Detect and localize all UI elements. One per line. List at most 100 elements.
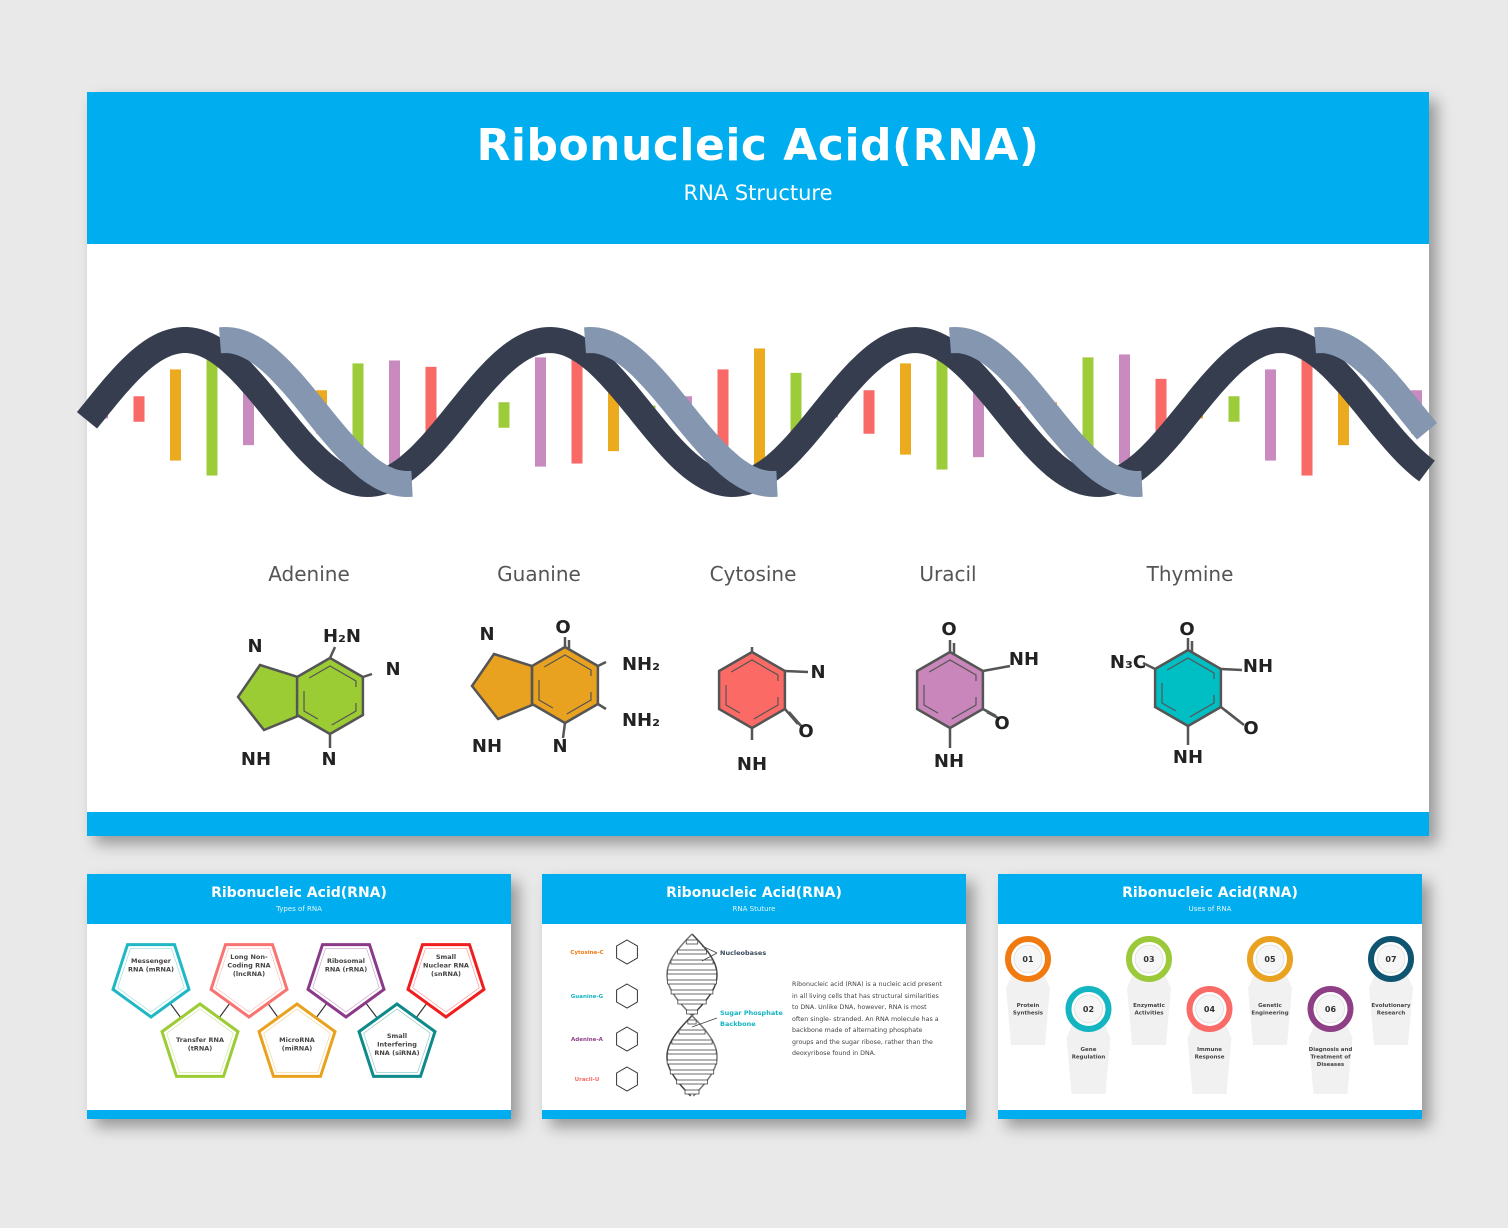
nucleobase-rung	[676, 1079, 708, 1085]
atom-label: NH	[241, 749, 271, 770]
step-number: 02	[1083, 1005, 1094, 1014]
main-slide[interactable]: Ribonucleic Acid(RNA) RNA Structure Aden…	[76, 92, 1437, 836]
thumb-header: Ribonucleic Acid(RNA) RNA Stuture	[542, 874, 966, 924]
thumb-title: Ribonucleic Acid(RNA)	[666, 885, 842, 901]
atom-label: O	[798, 721, 813, 742]
nucleobase-rung	[685, 939, 699, 945]
number-disc	[1134, 944, 1164, 974]
pentagon-inner	[215, 948, 283, 1013]
base-pair-bar	[973, 366, 984, 458]
number-disc	[1316, 994, 1345, 1024]
base-pair-bar	[535, 357, 546, 467]
atom-label: O	[941, 619, 956, 640]
atom-label: N	[385, 659, 400, 680]
aromatic-inner-bond	[303, 665, 357, 727]
thumb-subtitle: RNA Stuture	[732, 905, 776, 913]
nucleobase-rung	[669, 1069, 715, 1075]
mini-hexagon	[616, 983, 638, 1009]
hexagon-ring	[915, 650, 985, 730]
atom-label: NH	[1243, 656, 1273, 677]
atom-label: NH	[472, 736, 502, 757]
mini-hexagon	[616, 1026, 638, 1052]
nucleobases-label: Nucleobases	[720, 949, 766, 957]
aromatic-inner-bond	[725, 659, 779, 721]
pentagon-4	[257, 1002, 337, 1078]
pentagon-inner	[312, 948, 380, 1013]
base-name-label: Thymine	[1146, 562, 1234, 586]
step-number: 07	[1385, 955, 1396, 964]
card-shape	[1308, 1020, 1353, 1094]
step-number: 03	[1143, 955, 1154, 964]
bond	[597, 660, 607, 668]
bond	[1142, 661, 1156, 671]
nucleobase-rung	[666, 1059, 718, 1065]
pointer-line	[701, 945, 718, 954]
atom-label: O	[1243, 718, 1258, 739]
hexagon-ring	[530, 645, 600, 725]
pentagon-3	[209, 943, 289, 1019]
base-pair-bar	[717, 369, 729, 461]
base-pair-bar	[133, 396, 145, 422]
nucleobase-rung	[670, 959, 714, 965]
atom-label: N	[247, 636, 262, 657]
atom-label: NH₂	[622, 710, 660, 731]
atom-label: NH₂	[622, 654, 660, 675]
bond	[561, 722, 567, 739]
helix-backbone	[666, 933, 718, 1097]
thumb-header: Ribonucleic Acid(RNA) Types of RNA	[87, 874, 511, 924]
nucleobase-rung	[667, 969, 717, 975]
base-pair-bar	[425, 366, 437, 458]
nucleobase-rung	[684, 1089, 700, 1095]
base-name-label: Guanine	[497, 562, 581, 586]
bond	[362, 672, 373, 679]
bond	[784, 669, 809, 674]
thumbnail-types-of-rna[interactable]: Ribonucleic Acid(RNA) Types of RNA Messe…	[87, 874, 511, 1119]
base-pair-bar	[352, 363, 364, 455]
pointer-line	[701, 952, 718, 962]
base-pair-bar	[1265, 369, 1276, 461]
thumb-title: Ribonucleic Acid(RNA)	[1122, 885, 1298, 901]
hexagon-ring	[717, 650, 787, 730]
pentagon-1	[111, 943, 191, 1019]
base-pair-bar	[243, 372, 254, 446]
hexagon-ring	[295, 656, 365, 736]
atom-label: NH	[1009, 649, 1039, 670]
base-label: Cytosine-C	[570, 950, 603, 956]
mini-hexagon	[616, 1066, 638, 1092]
pentagon-7	[406, 943, 486, 1019]
atom-label: NH	[1173, 747, 1203, 768]
aromatic-inner-bond	[538, 654, 592, 716]
atom-label: H₂N	[323, 626, 361, 647]
rna-type-label: MicroRNA(miRNA)	[279, 1036, 315, 1053]
step-number: 06	[1325, 1005, 1337, 1014]
bond	[982, 664, 1011, 673]
base-pair-bar	[790, 372, 802, 446]
base-pair-bar	[1155, 378, 1167, 452]
atom-label: N	[552, 736, 567, 757]
base-pair-bar	[571, 354, 583, 464]
card-shape	[1127, 970, 1171, 1045]
thumb-footer-bar	[542, 1110, 966, 1119]
rna-helix-illustration	[76, 326, 1437, 498]
thumbnail-rna-structure[interactable]: Ribonucleic Acid(RNA) RNA Stuture Cytosi…	[542, 874, 966, 1119]
rna-structure-diagram: Cytosine-CGuanine-GAdenine-AUracil-UNucl…	[570, 933, 783, 1097]
hexagon-ring	[1153, 648, 1223, 728]
double-bond	[986, 710, 1001, 721]
base-name-label: Uracil	[919, 562, 976, 586]
atom-label: NH	[737, 754, 767, 775]
base-label: Adenine-A	[571, 1037, 604, 1043]
thumb-subtitle: Uses of RNA	[1188, 905, 1232, 913]
base-pair-bar	[1119, 354, 1130, 464]
slide-header: Ribonucleic Acid(RNA) RNA Structure	[87, 92, 1429, 244]
